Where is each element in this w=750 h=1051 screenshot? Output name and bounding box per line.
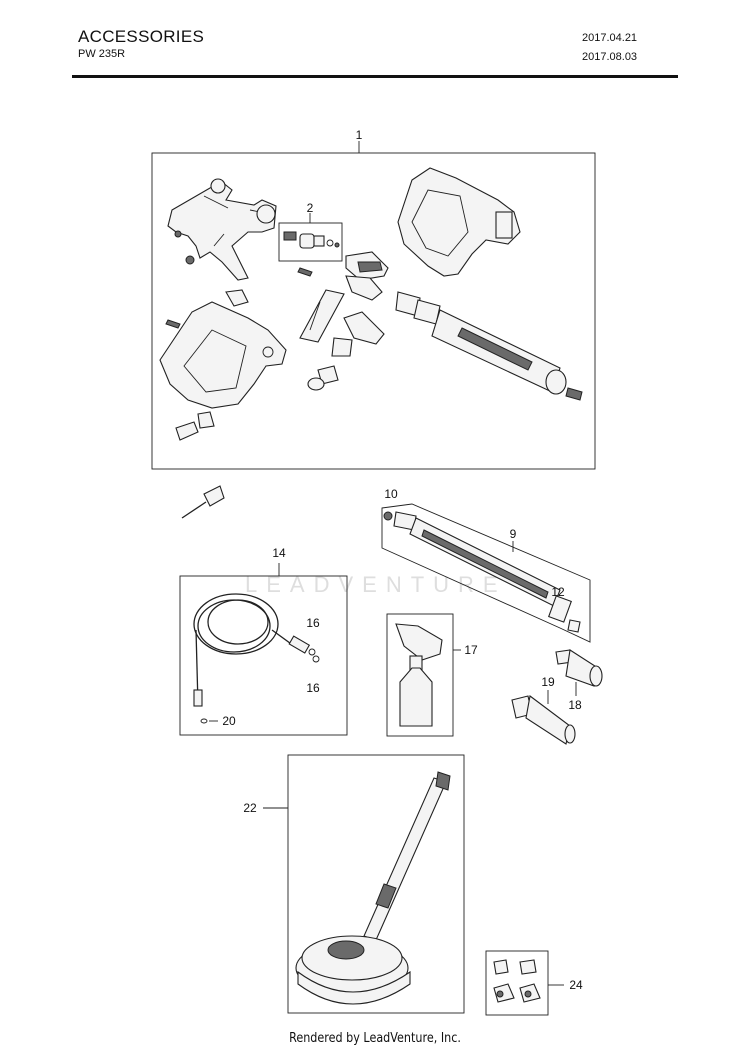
part-extension-lance[interactable] bbox=[395, 291, 583, 401]
callout-18[interactable]: 18 bbox=[568, 698, 582, 712]
callout-14[interactable]: 14 bbox=[272, 546, 286, 560]
callout-22[interactable]: 22 bbox=[243, 801, 257, 815]
group-24-nozzle-set: 24 bbox=[485, 950, 583, 1016]
callout-19[interactable]: 19 bbox=[541, 675, 555, 689]
part-trigger-lock[interactable] bbox=[331, 337, 353, 357]
date-revised: 2017.08.03 bbox=[582, 51, 638, 63]
part-o-ring[interactable] bbox=[383, 511, 393, 521]
callout-17[interactable]: 17 bbox=[464, 643, 478, 657]
page-title: ACCESSORIES bbox=[78, 27, 205, 46]
callout-20[interactable]: 20 bbox=[222, 714, 236, 728]
callout-1[interactable]: 1 bbox=[356, 128, 363, 142]
part-hose-o-ring[interactable] bbox=[308, 648, 316, 656]
part-surface-cleaner[interactable] bbox=[295, 771, 451, 1005]
part-trigger-blade[interactable] bbox=[299, 289, 345, 343]
part-hook-clip[interactable] bbox=[175, 411, 215, 441]
callout-9[interactable]: 9 bbox=[510, 527, 517, 541]
part-grip-housing[interactable] bbox=[159, 301, 287, 409]
part-switch-cover[interactable] bbox=[345, 251, 389, 301]
callout-16-top[interactable]: 16 bbox=[306, 616, 320, 630]
group-22-surface-cleaner: 22 bbox=[243, 754, 465, 1014]
callout-2[interactable]: 2 bbox=[307, 201, 314, 215]
callout-12[interactable]: 12 bbox=[551, 585, 565, 599]
part-turbo-nozzle[interactable] bbox=[511, 695, 576, 745]
date-created: 2017.04.21 bbox=[582, 32, 638, 44]
part-nozzle-tips[interactable] bbox=[493, 959, 541, 1003]
group-1-spray-gun: 1 2 bbox=[151, 128, 596, 470]
part-latch[interactable] bbox=[225, 289, 249, 307]
part-trigger-housing[interactable] bbox=[167, 178, 277, 281]
group-17-foam-nozzle: 17 bbox=[386, 613, 478, 737]
part-gun-shell[interactable] bbox=[397, 167, 521, 277]
part-connector-pin[interactable] bbox=[181, 485, 225, 519]
callout-16-bottom[interactable]: 16 bbox=[306, 681, 320, 695]
part-rotary-nozzle[interactable] bbox=[555, 649, 603, 687]
part-spring[interactable] bbox=[297, 267, 313, 277]
group-2-valve: 2 bbox=[278, 201, 343, 262]
group-9-lance: 9 10 12 bbox=[381, 487, 591, 643]
part-screw[interactable] bbox=[165, 319, 181, 329]
group-14-hose: 14 16 16 20 bbox=[179, 546, 348, 736]
part-small-o-ring[interactable] bbox=[200, 718, 208, 724]
callout-10[interactable]: 10 bbox=[384, 487, 398, 501]
header-rule bbox=[72, 75, 678, 78]
model-number: PW 235R bbox=[78, 48, 126, 60]
part-foam-bottle[interactable] bbox=[395, 623, 443, 727]
part-high-pressure-hose[interactable] bbox=[193, 593, 311, 707]
part-safety-lever[interactable] bbox=[343, 311, 385, 345]
callout-24[interactable]: 24 bbox=[569, 978, 583, 992]
footer-credit: Rendered by LeadVenture, Inc. bbox=[289, 1031, 461, 1046]
part-seal[interactable] bbox=[307, 377, 325, 391]
